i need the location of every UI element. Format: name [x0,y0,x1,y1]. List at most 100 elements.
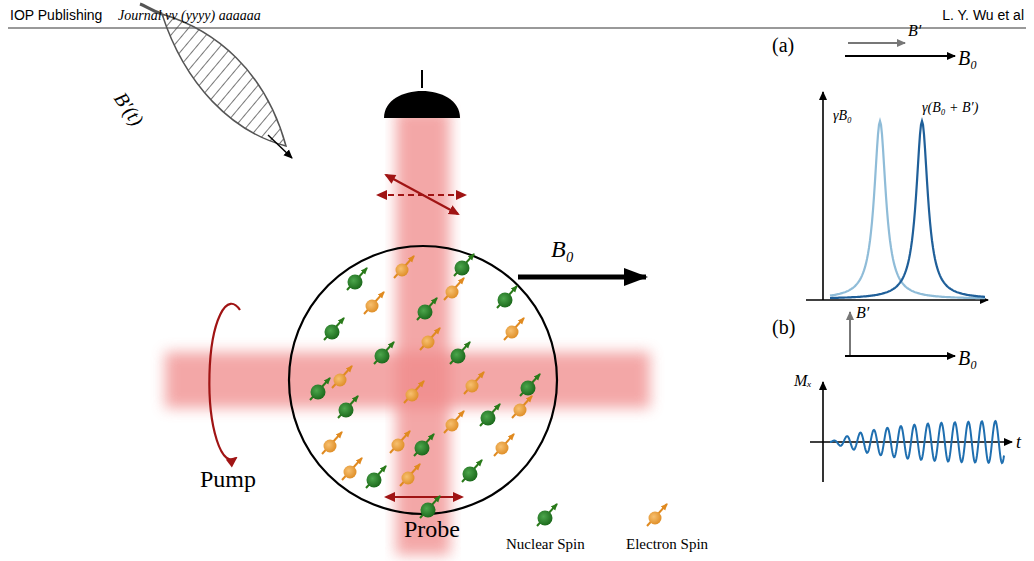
spin-vector [332,366,352,388]
y-axis [822,92,824,300]
nuclear-spin [421,503,436,518]
nuclear-spin [538,511,553,526]
spin-vector [420,496,440,518]
panel-label: (b) [772,316,795,338]
spin-vector [324,318,344,340]
nuclear-spin [375,349,390,364]
field-label: B′ [908,22,921,40]
spin-vector [497,286,517,308]
spin-vector [364,292,384,314]
axis-label: Mₓ [794,372,812,390]
field-label: B₀ [958,347,977,369]
spin-vector [414,434,434,456]
nuclear-spin [481,411,496,426]
spin-vector [647,504,667,526]
spin-vector [462,460,482,482]
field-label: B′ [856,304,869,322]
electron-spin [496,442,509,455]
author: L. Y. Wu et al [942,8,1024,23]
legend-icons [537,504,667,526]
frequency-label: γ(B₀ + B′) [922,100,978,115]
legend-text: Electron Spin [626,536,708,553]
electron-spin [446,419,459,432]
axis-label: t [1016,433,1021,453]
spin-vector [512,396,532,418]
spin-vector [374,342,394,364]
nuclear-spin [418,305,433,320]
nuclear-spin [463,467,478,482]
spin-vector [444,411,464,433]
header-rule [8,28,1026,29]
b0-small-arrow [845,355,955,357]
beam-label: Pump [200,466,256,492]
spin-vector [347,268,367,290]
electron-spin [422,336,435,349]
pump-circular-polarization [209,304,240,460]
polarization-rotated [386,175,458,214]
nuclear-spin [498,293,513,308]
electron-spin [344,466,357,479]
spin-vector [420,328,440,350]
electron-spin [324,440,337,453]
detector-wire [421,70,423,88]
spin-ensemble [310,254,540,518]
electron-spin [466,380,479,393]
spin-vector [394,256,414,278]
spin-vector [400,464,420,486]
spin-vector [366,466,386,488]
nuclear-spin [325,325,340,340]
spin-vector [338,396,358,418]
b-prime-arrow [848,42,905,44]
nuclear-spin [521,381,536,396]
spin-vector [504,318,524,340]
frequency-label: γB₀ [833,108,852,123]
spin-vector [450,342,470,364]
field-label: B′(t) [110,88,148,130]
panel-label: (a) [772,34,794,56]
electron-spin [506,326,519,339]
spin-vector [310,378,330,400]
y-axis [822,382,824,482]
electron-spin [366,300,379,313]
pulse-arrow [268,135,292,158]
beam-label: Probe [404,516,460,542]
electron-spin [406,389,419,402]
precession-signal [830,421,1004,463]
nuclear-spin [339,403,354,418]
electron-spin [392,439,405,452]
b0-arrow [518,275,646,280]
photodetector [384,91,460,118]
b-prime-arrow [849,312,851,356]
spin-vector [480,404,500,426]
spin-vector [494,434,514,456]
publisher: IOP Publishing [10,8,102,23]
spin-vector [404,381,424,403]
nuclear-spin [367,473,382,488]
spin-vector [454,254,474,276]
field-label: B₀ [551,236,574,262]
shifted-resonance-peak [830,121,985,298]
journal-ref: Journal vv (yyyy) aaaaaa [118,8,261,23]
spin-vector [537,504,557,526]
electron-spin [402,472,415,485]
x-axis [806,299,988,301]
spin-vector [390,431,410,453]
nuclear-spin [455,261,470,276]
spin-vector [464,372,484,394]
spin-vector [444,278,464,300]
resonance-peak [830,121,985,298]
electron-spin [396,264,409,277]
b0-small-arrow [845,55,955,57]
nuclear-spin [415,441,430,456]
probe-beam [396,110,450,555]
electron-spin [446,286,459,299]
field-label: B₀ [958,47,977,69]
electron-spin [334,374,347,387]
vapor-cell [289,246,557,514]
probe-polarization [386,496,462,498]
spin-vector [417,298,437,320]
electron-spin [649,512,662,525]
spin-vector [342,458,362,480]
